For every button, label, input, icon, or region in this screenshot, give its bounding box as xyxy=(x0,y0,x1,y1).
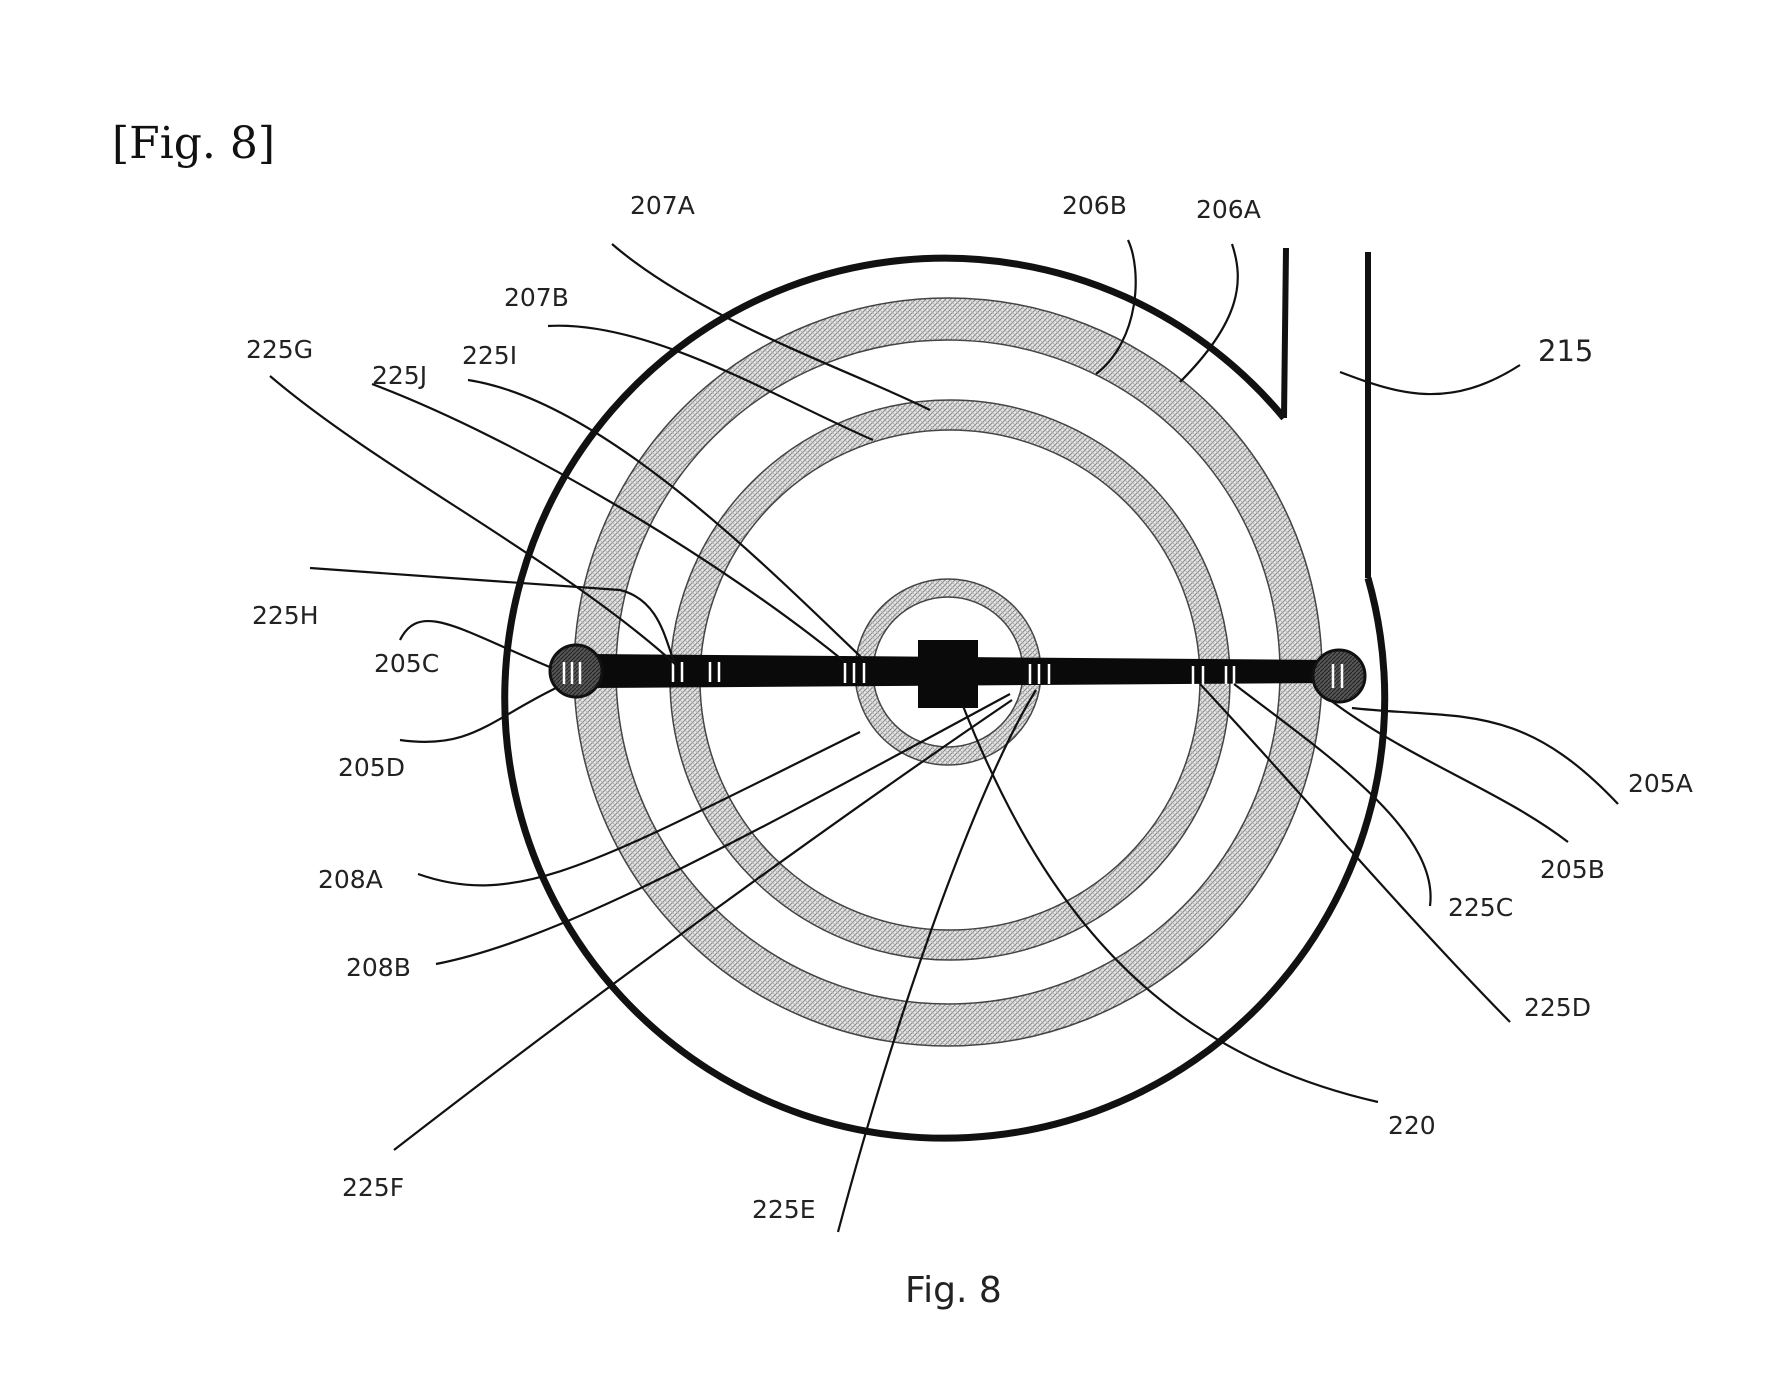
figure-caption: Fig. 8 xyxy=(905,1270,1002,1311)
leader-215 xyxy=(1339,364,1521,396)
leader-225I xyxy=(467,378,865,661)
leader-205D xyxy=(399,687,557,744)
label-225J: 225J xyxy=(372,361,427,390)
reference-labels: 207A 206B 206A 207B 225G 225J 225I 215 2… xyxy=(246,191,1693,1224)
leader-225E xyxy=(836,689,1037,1233)
label-220: 220 xyxy=(1388,1111,1436,1140)
arm-markers xyxy=(562,662,1344,688)
label-225C: 225C xyxy=(1448,893,1513,922)
leader-225D xyxy=(1199,683,1511,1023)
leader-206A xyxy=(1179,243,1239,383)
figure-header: [Fig. 8] xyxy=(112,118,275,169)
label-206A: 206A xyxy=(1196,195,1261,224)
label-207B: 207B xyxy=(504,283,569,312)
label-205A: 205A xyxy=(1628,769,1693,798)
label-225G: 225G xyxy=(246,335,313,364)
label-207A: 207A xyxy=(630,191,695,220)
outer-housing xyxy=(501,254,1389,1142)
leader-208B xyxy=(435,693,1011,966)
label-225E: 225E xyxy=(752,1195,816,1224)
label-225D: 225D xyxy=(1524,993,1591,1022)
label-205B: 205B xyxy=(1540,855,1605,884)
leader-225C xyxy=(1233,683,1432,907)
leader-207A xyxy=(611,243,931,411)
leader-207B xyxy=(547,324,874,442)
right-end-ball xyxy=(1311,648,1367,704)
label-225H: 225H xyxy=(252,601,319,630)
label-206B: 206B xyxy=(1062,191,1127,220)
leader-206B xyxy=(1095,239,1137,375)
leader-205A xyxy=(1351,706,1619,805)
leader-lines xyxy=(269,239,1619,1233)
left-end-ball xyxy=(548,643,604,699)
label-215: 215 xyxy=(1538,334,1593,368)
leader-220 xyxy=(961,705,1379,1104)
leader-205B xyxy=(1329,699,1569,843)
leader-205C xyxy=(399,620,553,670)
label-208B: 208B xyxy=(346,953,411,982)
leader-208A xyxy=(417,731,861,887)
leader-225F xyxy=(393,699,1013,1151)
leader-225J xyxy=(371,382,846,663)
label-205D: 205D xyxy=(338,753,405,782)
label-225I: 225I xyxy=(462,341,517,370)
label-225F: 225F xyxy=(342,1173,404,1202)
inlet-duct-inner-wall xyxy=(1281,247,1289,419)
leader-225G xyxy=(269,375,676,665)
label-208A: 208A xyxy=(318,865,383,894)
central-hub-220 xyxy=(918,640,978,708)
leader-225H xyxy=(309,566,677,665)
label-205C: 205C xyxy=(374,649,439,678)
